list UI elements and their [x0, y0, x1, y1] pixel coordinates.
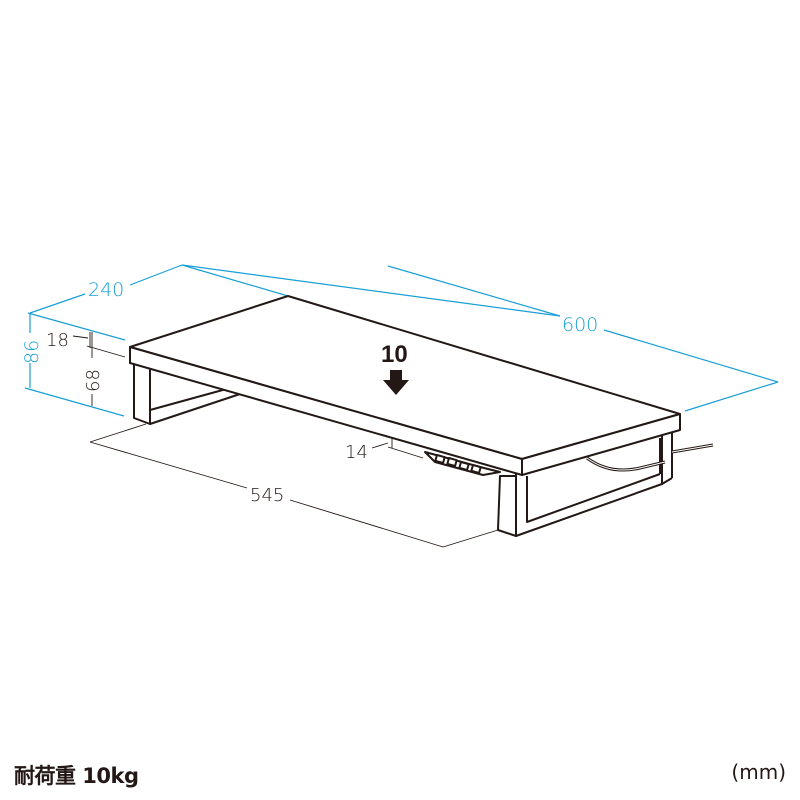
depth-dimension-label: 240	[88, 279, 124, 301]
width-dimension-label: 600	[562, 314, 598, 336]
load-capacity-label: 耐荷重 10kg	[14, 764, 139, 788]
usb-hub-thickness-label: 14	[345, 442, 368, 463]
leg-height-label: 68	[83, 369, 104, 392]
board-thickness-label: 18	[46, 330, 69, 351]
blue-dimension-lines	[24, 264, 779, 417]
footer: 耐荷重 10kg (mm)	[0, 752, 800, 792]
down-arrow-icon	[383, 370, 409, 395]
inner-width-label: 545	[250, 485, 284, 506]
monitor-stand-outline	[129, 295, 714, 537]
unit-label: (mm)	[731, 760, 786, 784]
right-leg-frame	[497, 475, 517, 537]
total-height-dimension-label: 86	[21, 340, 43, 364]
load-value-label: 10	[381, 341, 408, 368]
black-dimension-lines	[72, 332, 499, 548]
board-side-face	[521, 413, 681, 476]
